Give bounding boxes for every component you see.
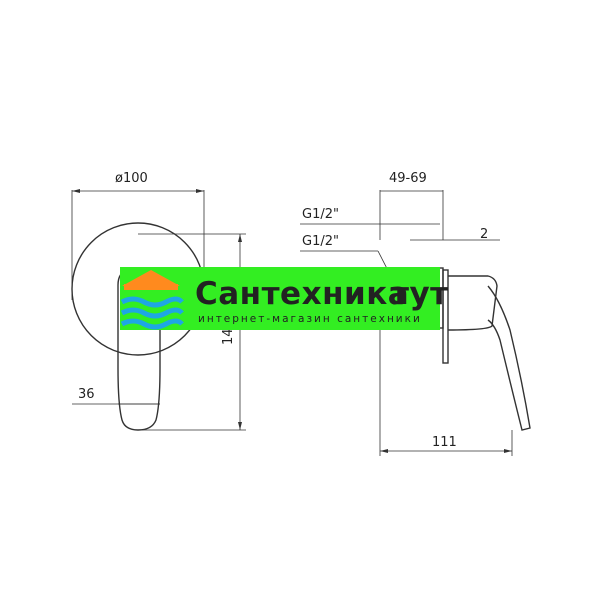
arrow-right-total [504, 449, 512, 453]
lever-handle [487, 285, 531, 431]
arrow-left-total [380, 449, 388, 453]
arrow-up [238, 234, 242, 242]
inlet-upper-label: G1/2" [302, 207, 339, 222]
offset-label: 36 [78, 387, 95, 402]
watermark-banner: Сантехника тут интернет-магазин сантехни… [120, 267, 449, 330]
watermark-brand-prefix: Сантехника [195, 276, 409, 312]
watermark-logo-icon [120, 270, 184, 330]
diameter-label: ø100 [115, 171, 148, 186]
arrow-right [196, 189, 204, 193]
watermark-brand-suffix: тут [391, 276, 449, 312]
thickness-label: 2 [480, 227, 488, 242]
inlet-lower-label: G1/2" [302, 234, 339, 249]
watermark-tagline: интернет-магазин сантехники [198, 313, 422, 325]
handle-tip-outline [117, 367, 161, 431]
cartridge-cap [447, 275, 498, 331]
total-depth-label: 111 [432, 435, 457, 450]
arrow-left [72, 189, 80, 193]
depth-range-label: 49-69 [389, 171, 427, 186]
arrow-down [238, 422, 242, 430]
